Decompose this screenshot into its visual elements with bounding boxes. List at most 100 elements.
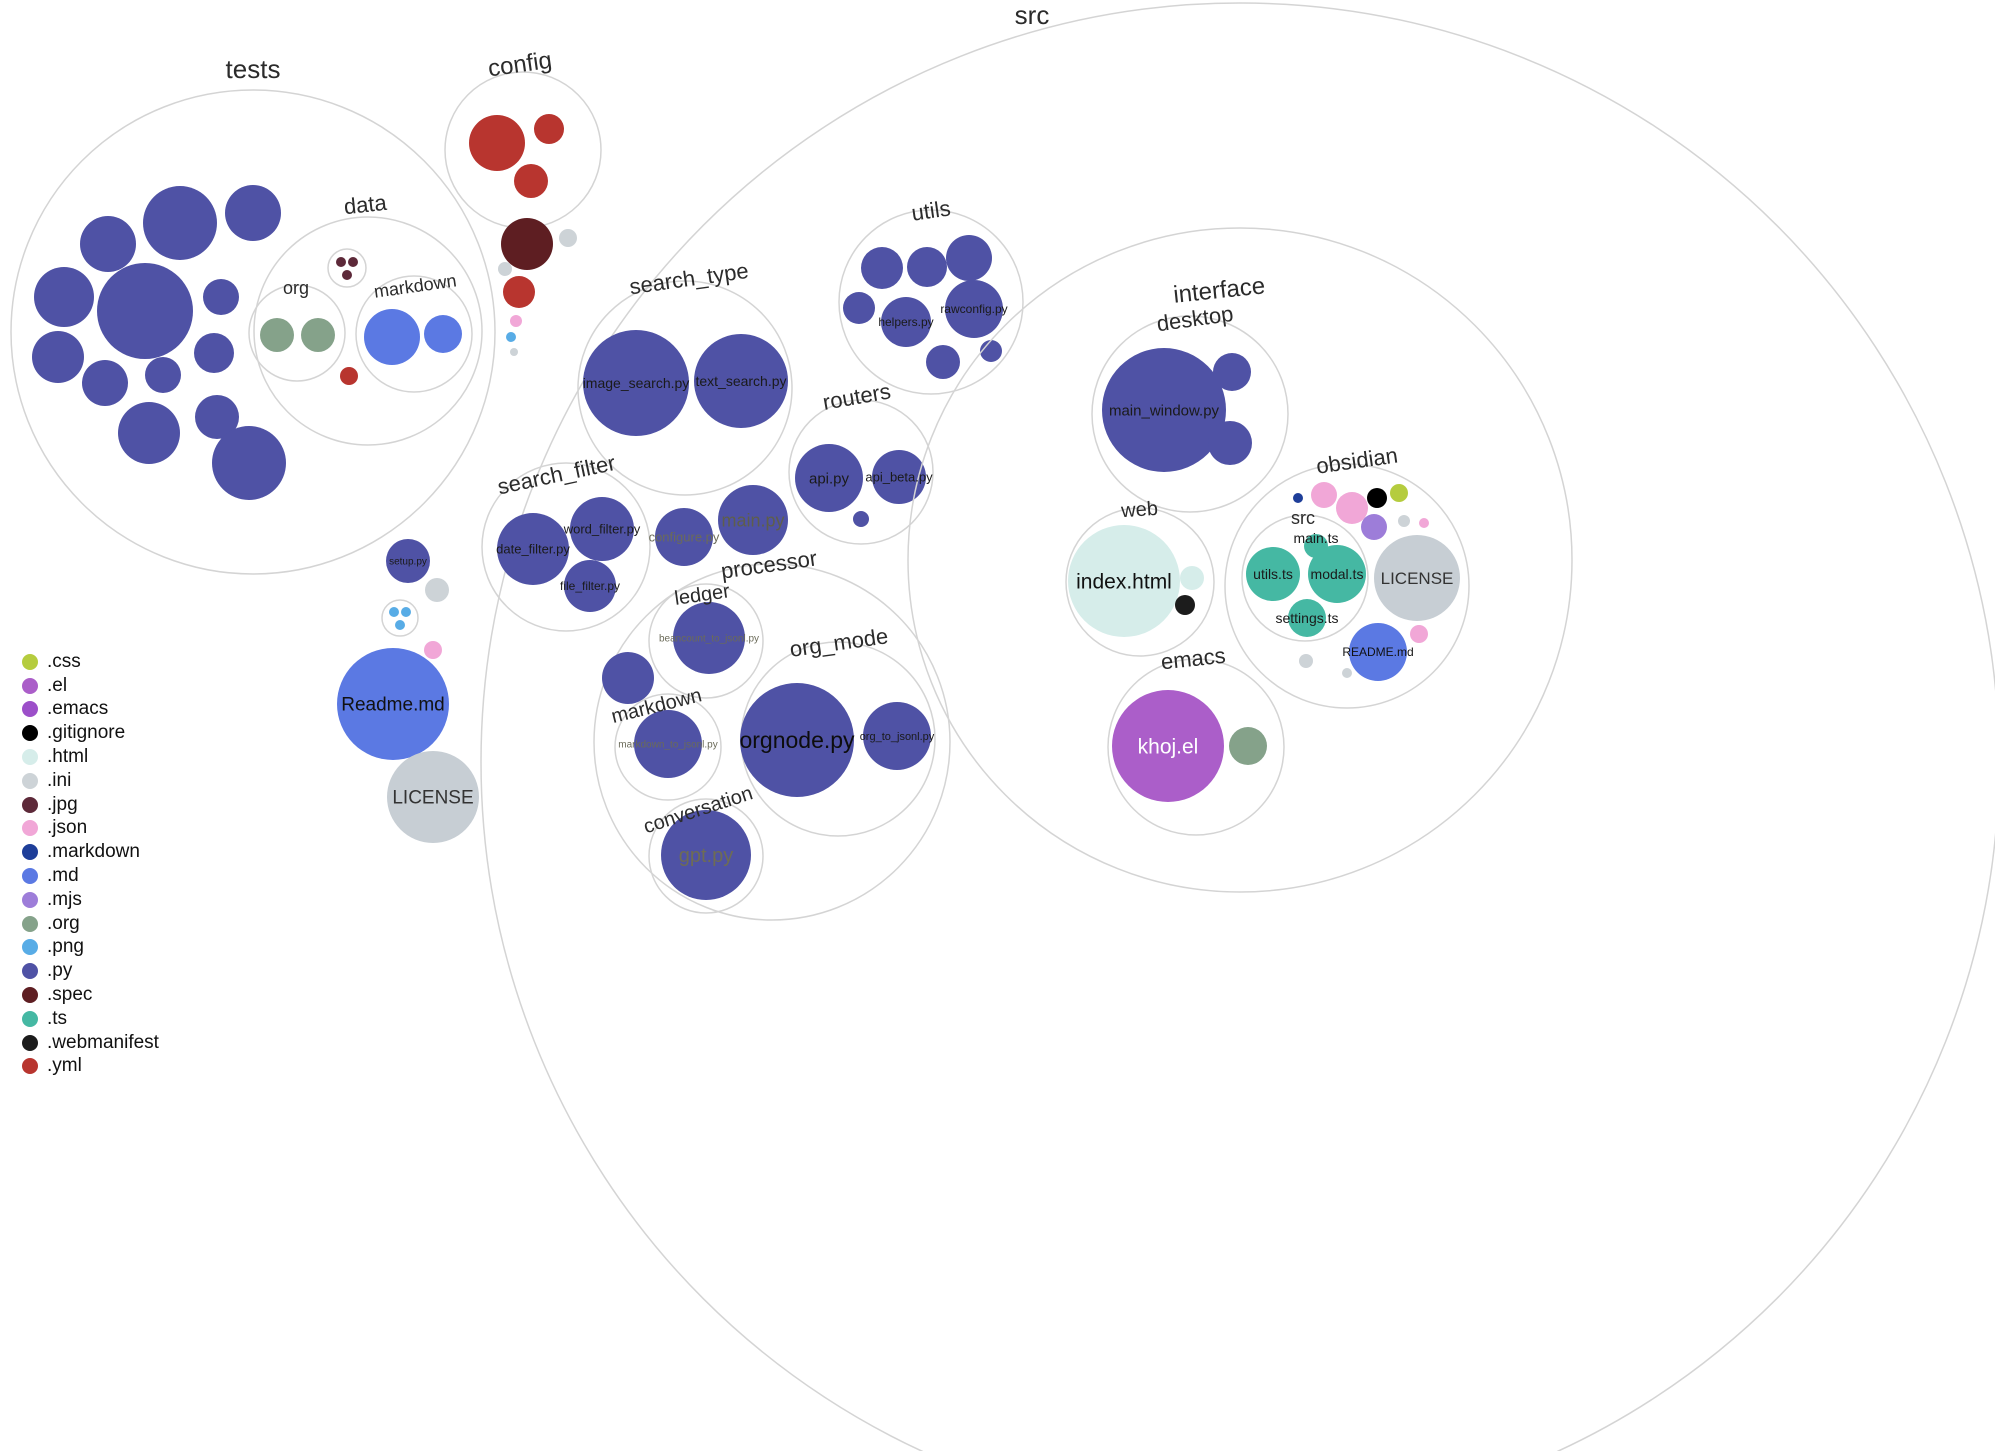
legend-label-json: .json [47, 817, 88, 839]
legend-swatch-png [22, 939, 38, 956]
file-circle.py [203, 279, 239, 315]
legend-label-el: .el [47, 674, 68, 696]
file-circle.html [1180, 566, 1204, 590]
file-circle.png [395, 620, 405, 630]
file-label-beancount_to_jsonl.py: beancount_to_jsonl.py [659, 634, 759, 645]
dir-circle [327, 248, 367, 288]
dir-label-search_filter: search_filter [495, 450, 617, 499]
legend-label-ini: .ini [47, 769, 72, 791]
file-circle-helpers.py [881, 297, 931, 347]
file-circle-utils.ts [1246, 547, 1300, 601]
file-label-settings.ts: settings.ts [1275, 610, 1338, 626]
legend-swatch-md [22, 868, 38, 885]
file-label-main.ts: main.ts [1293, 530, 1338, 546]
legend-swatch-py [22, 963, 38, 980]
file-circle.py [946, 235, 992, 281]
file-circle.py [980, 340, 1002, 362]
file-circle-LICENSE [387, 751, 479, 843]
dir-circle-obsidian [1224, 463, 1470, 709]
file-circle-orgnode.py [740, 683, 854, 797]
file-circle.py [225, 185, 281, 241]
dir-label-search_type: search_type [628, 258, 750, 299]
file-circle-khoj.el [1112, 690, 1224, 802]
legend-item-markdown: .markdown [22, 840, 159, 864]
file-circle.org [1229, 727, 1267, 765]
file-circle.ini [1299, 654, 1313, 668]
file-circle.json [1410, 625, 1428, 643]
file-circle-main_window.py [1102, 348, 1226, 472]
file-label-khoj.el: khoj.el [1138, 735, 1199, 758]
legend-label-css: .css [47, 650, 81, 672]
dir-circle-processor [593, 563, 951, 921]
dir-circle-interface [907, 227, 1573, 893]
file-circle-main.py [718, 485, 788, 555]
file-circle.json [1311, 482, 1337, 508]
file-circle.py [1208, 421, 1252, 465]
file-circle.py [861, 247, 903, 289]
legend-label-jpg: .jpg [47, 793, 78, 815]
file-label-file_filter.py: file_filter.py [560, 579, 620, 593]
legend-swatch-gitignore [22, 725, 38, 742]
file-circle.yml [514, 164, 548, 198]
dir-circle-desktop [1091, 315, 1289, 513]
file-circle.py [1213, 353, 1251, 391]
file-circle.py [194, 333, 234, 373]
dir-circle-markdown [355, 275, 473, 393]
dir-circle-markdown [614, 693, 722, 801]
file-circle.jpg [342, 270, 352, 280]
file-circle-index.html [1068, 525, 1180, 637]
file-circle-org_to_jsonl.py [863, 702, 931, 770]
extension-legend: .css.el.emacs.gitignore.html.ini.jpg.jso… [22, 650, 159, 1078]
file-circle.ini [559, 229, 577, 247]
dir-circle-tests [10, 89, 496, 575]
file-circle.py [118, 402, 180, 464]
legend-item-gitignore: .gitignore [22, 721, 159, 745]
legend-swatch-html [22, 749, 38, 766]
file-label-Readme.md: Readme.md [341, 695, 445, 716]
dir-label-markdown: markdown [373, 270, 458, 301]
file-circle-LICENSE [1374, 535, 1460, 621]
file-circle.ini [1342, 668, 1352, 678]
file-circle.md [364, 309, 420, 365]
legend-item-org: .org [22, 912, 159, 936]
file-circle.py [143, 186, 217, 260]
dir-label-desktop: desktop [1155, 301, 1235, 336]
file-circle-file_filter.py [564, 560, 616, 612]
file-label-README.md: README.md [1342, 645, 1413, 659]
dir-circle-search_type [577, 280, 793, 496]
file-circle.css [1390, 484, 1408, 502]
legend-label-py: .py [47, 960, 73, 982]
legend-item-yml: .yml [22, 1055, 159, 1079]
dir-circle-web [1065, 507, 1215, 657]
file-circle.gitignore [1367, 488, 1387, 508]
file-circle-rawconfig.py [945, 280, 1003, 338]
file-circle.py [34, 267, 94, 327]
dir-circle [381, 599, 419, 637]
dir-circle-data [253, 216, 483, 446]
dir-label-routers: routers [821, 378, 893, 415]
dir-label-src: src [1291, 508, 1315, 528]
file-circle-api.py [795, 444, 863, 512]
file-circle.org [260, 318, 294, 352]
legend-label-mjs: .mjs [47, 888, 82, 910]
dir-circle-src [480, 2, 1995, 1451]
legend-label-markdown: .markdown [47, 841, 140, 863]
file-circle.py [195, 395, 239, 439]
file-label-date_filter.py: date_filter.py [496, 542, 570, 557]
file-circle.spec [501, 218, 553, 270]
file-circle.yml [503, 276, 535, 308]
file-circle.jpg [336, 257, 346, 267]
legend-label-yml: .yml [47, 1055, 82, 1077]
legend-item-el: .el [22, 674, 159, 698]
file-label-setup.py: setup.py [389, 557, 427, 568]
dir-circle-conversation [648, 798, 764, 914]
legend-swatch-json [22, 820, 38, 837]
file-label-configure.py: configure.py [649, 530, 720, 545]
file-label-main_window.py: main_window.py [1109, 402, 1220, 419]
file-circle.org [301, 318, 335, 352]
dir-label-obsidian: obsidian [1315, 442, 1400, 478]
dir-circle-emacs [1107, 658, 1285, 836]
legend-item-json: .json [22, 817, 159, 841]
file-label-helpers.py: helpers.py [878, 315, 933, 329]
file-circle.json [510, 315, 522, 327]
